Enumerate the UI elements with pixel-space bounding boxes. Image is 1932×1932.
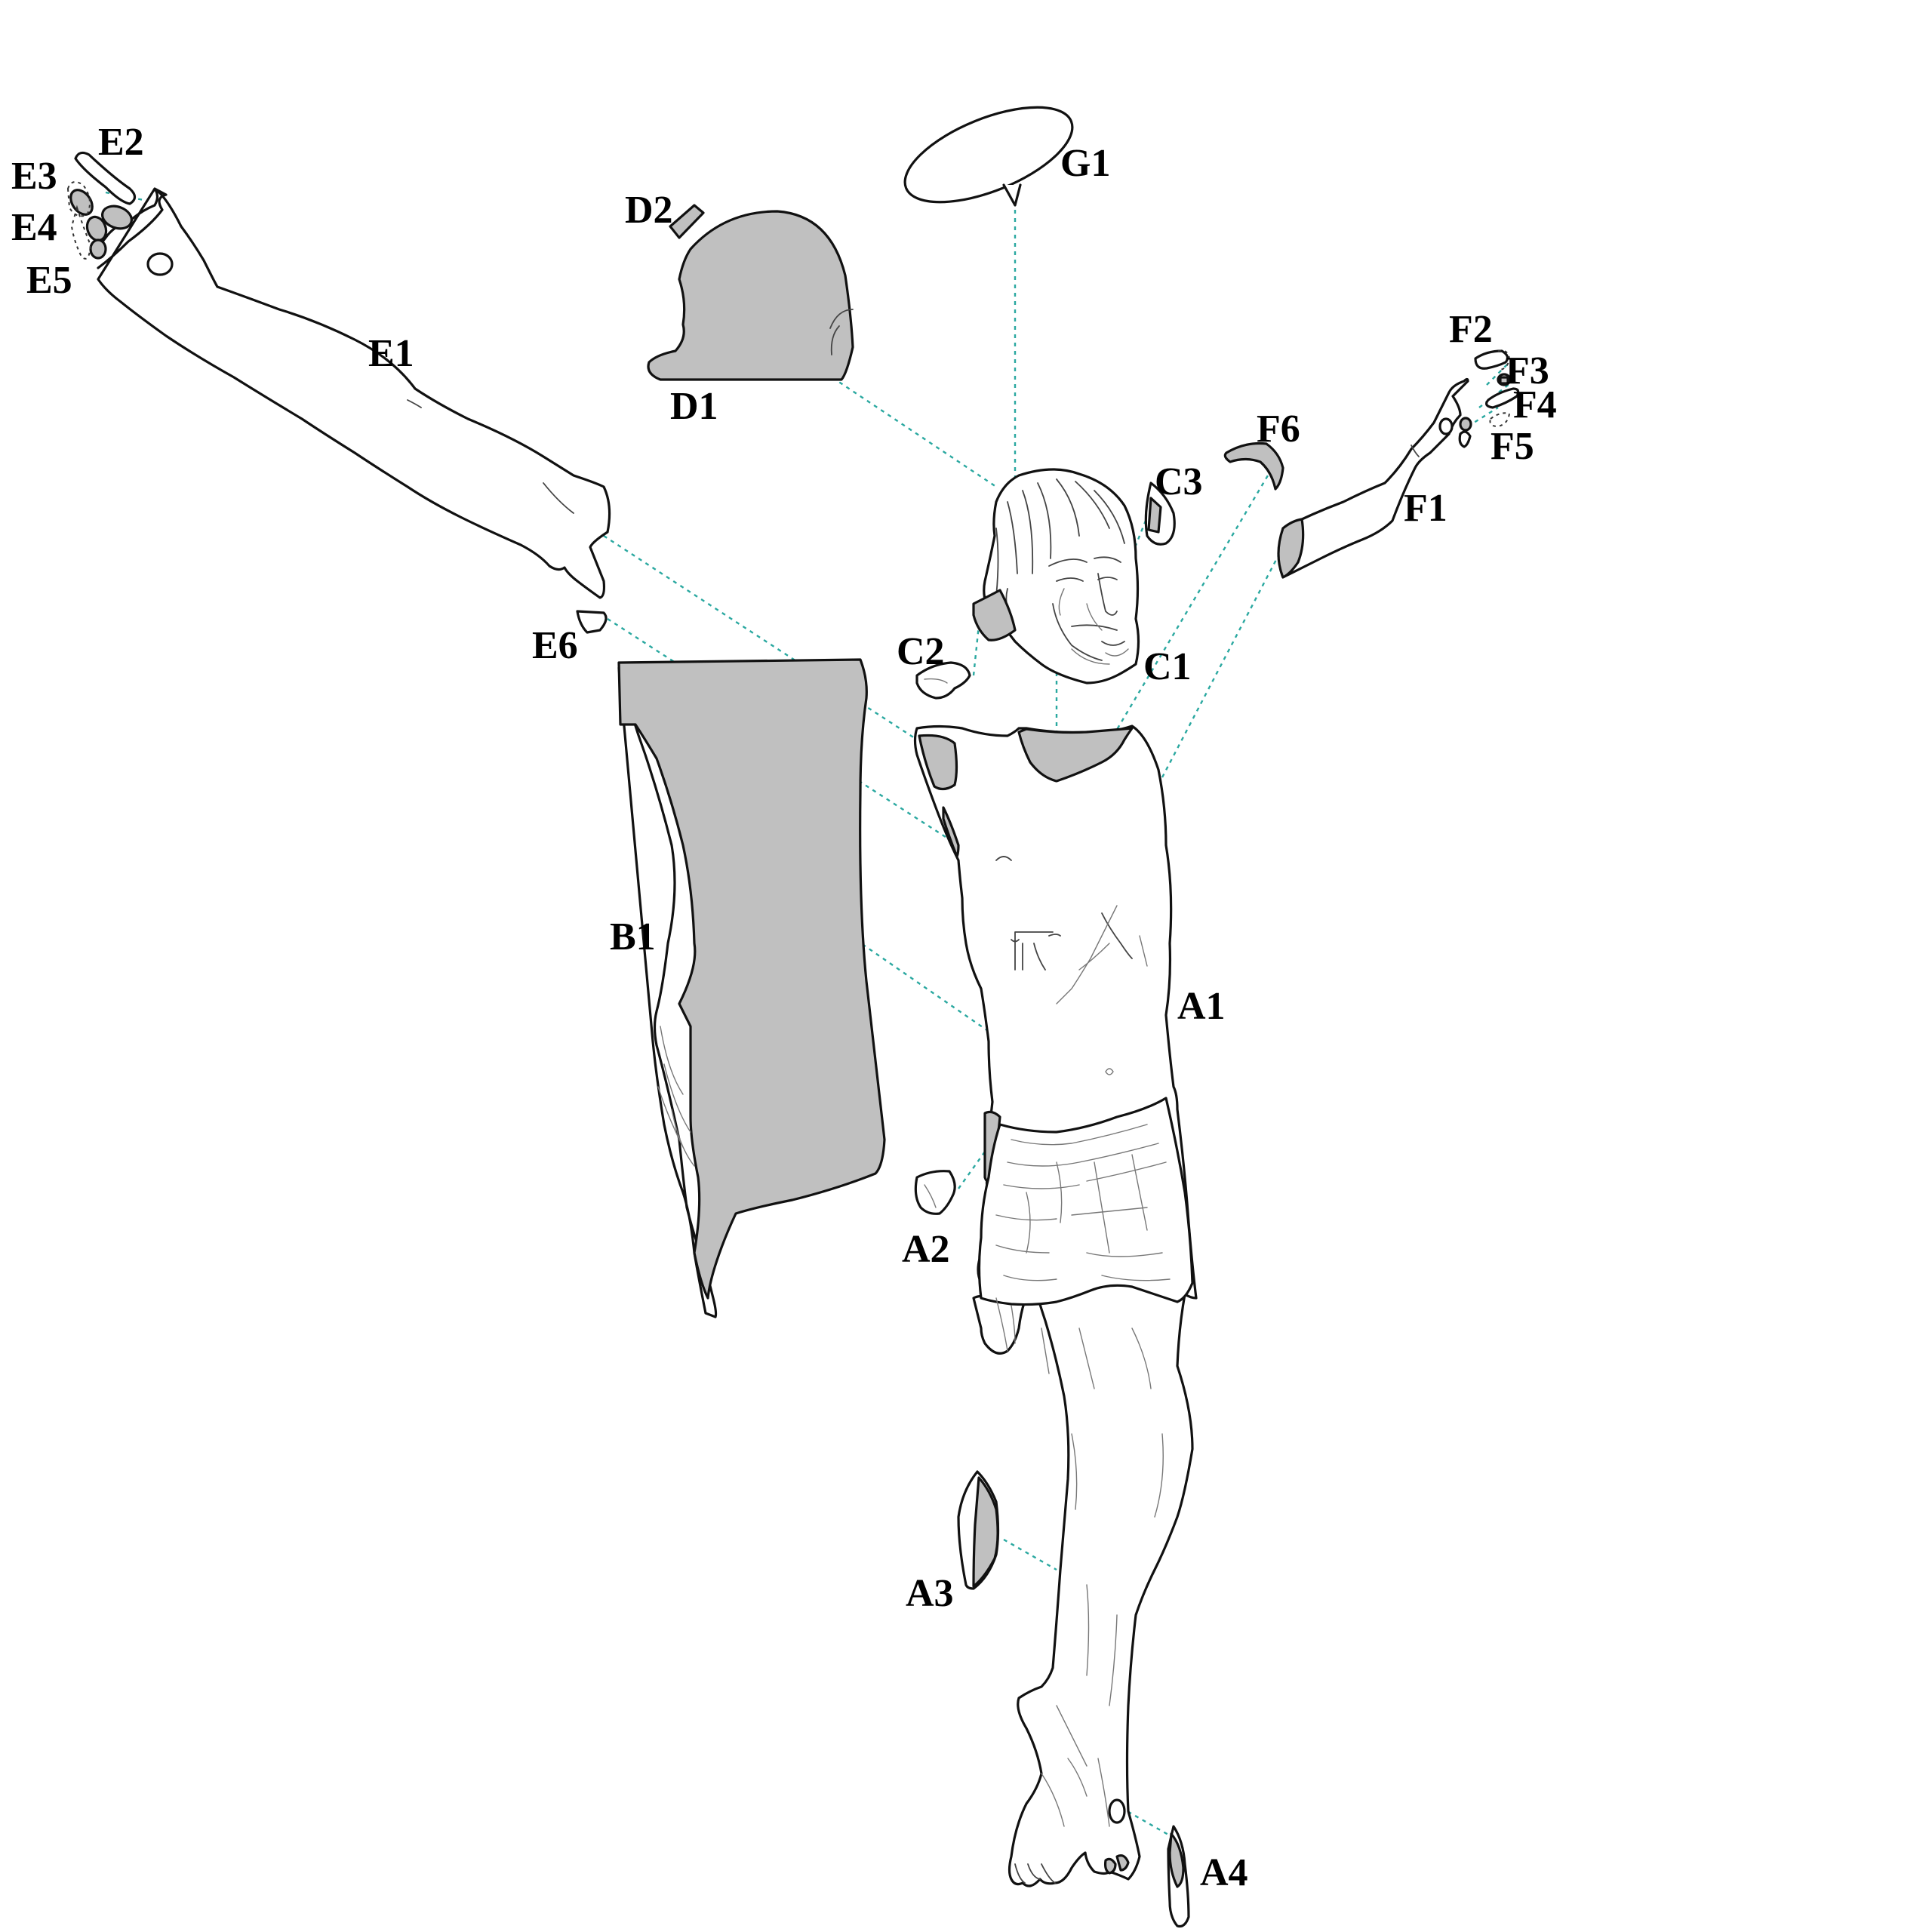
fragment-e6 — [576, 610, 608, 634]
label-e1: E1 — [368, 332, 414, 375]
fragment-labels: G1 D2 D1 E2 E3 E4 E5 E1 E6 C3 C2 C1 F6 F… — [11, 121, 1557, 1894]
label-f5: F5 — [1491, 425, 1534, 468]
label-a3: A3 — [906, 1572, 954, 1615]
fragment-c3 — [1144, 481, 1176, 546]
label-d1: D1 — [670, 385, 718, 428]
label-d2: D2 — [625, 189, 673, 232]
fragment-b1-back — [617, 658, 886, 1318]
fragment-a4 — [1167, 1825, 1190, 1928]
fragment-f6 — [1223, 441, 1284, 491]
label-e3: E3 — [11, 155, 57, 198]
label-f1: F1 — [1404, 487, 1447, 530]
fragment-e3-e4-e5-fingers — [66, 181, 133, 260]
label-f4: F4 — [1513, 383, 1557, 426]
fragment-d2 — [669, 204, 705, 239]
label-g1: G1 — [1060, 142, 1110, 185]
fragment-a1-body — [913, 724, 1198, 1887]
label-f2: F2 — [1449, 308, 1493, 351]
label-c2: C2 — [897, 630, 945, 673]
fragment-c2 — [915, 661, 971, 700]
label-f3: F3 — [1506, 349, 1549, 392]
fragment-f2-f5-fingers — [1458, 349, 1520, 448]
label-e2: E2 — [98, 121, 144, 164]
label-a1: A1 — [1177, 985, 1226, 1028]
fragment-a3 — [957, 1470, 1000, 1590]
fragment-d1-head-back — [647, 210, 854, 381]
label-e4: E4 — [11, 206, 57, 249]
fragment-a2 — [914, 1170, 956, 1215]
fragment-g1-halo — [903, 106, 1074, 207]
label-e5: E5 — [26, 259, 72, 302]
fragment-f1-arm — [1277, 377, 1469, 579]
label-b1: B1 — [610, 915, 656, 958]
fragment-e1-arm — [95, 187, 611, 599]
fragment-e2-finger — [74, 151, 137, 205]
label-e6: E6 — [532, 624, 578, 667]
label-f6: F6 — [1257, 408, 1300, 451]
label-a4: A4 — [1200, 1851, 1248, 1894]
fragment-c1-head — [972, 468, 1140, 685]
label-c3: C3 — [1155, 460, 1203, 503]
label-c1: C1 — [1143, 645, 1192, 688]
label-a2: A2 — [902, 1228, 950, 1271]
